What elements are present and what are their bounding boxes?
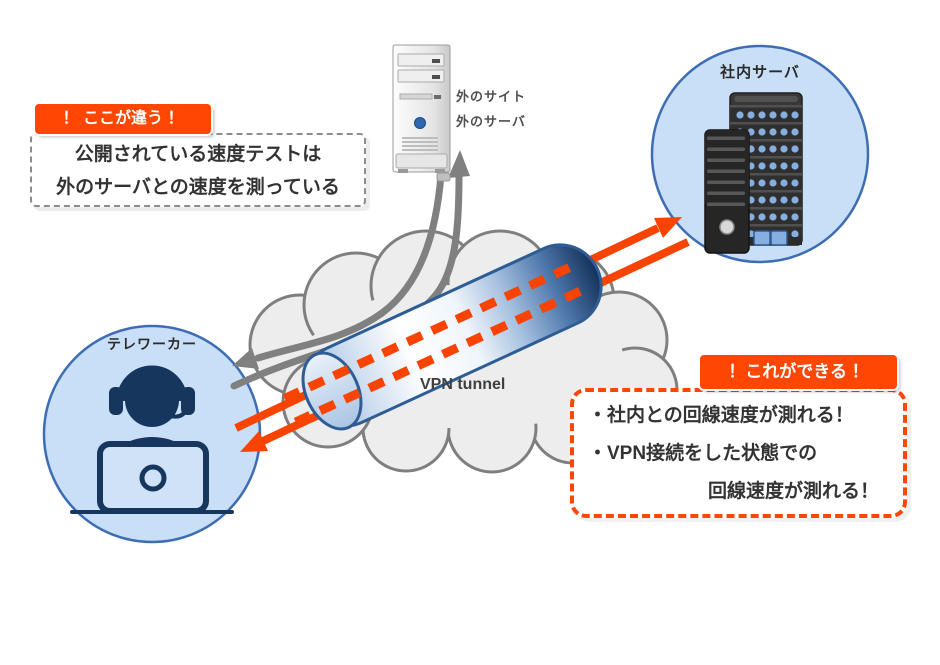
company-server-label: 社内サーバ	[720, 64, 800, 81]
vpn-tunnel-icon	[282, 243, 603, 431]
vpn-tunnel-label: VPN tunnel	[420, 376, 506, 393]
laptop-logo	[139, 464, 167, 492]
office-building-icon	[704, 92, 803, 254]
callout-difference-line2: 外のサーバとの速度を測っている	[56, 177, 340, 198]
callout-benefit-line1: ・社内との回線速度が測れる！	[588, 405, 854, 426]
callout-difference-badge: ！ ここが違う ！	[35, 104, 211, 134]
callout-difference-box: 公開されている速度テストは 外のサーバとの速度を測っている	[30, 133, 366, 207]
external-server-label-line1: 外のサイト	[456, 89, 527, 104]
laptop-icon	[97, 441, 209, 514]
callout-benefit-box: ・社内との回線速度が測れる！ ・VPN接続をした状態での 回線速度が測れる！	[570, 388, 907, 518]
callout-difference-line1: 公開されている速度テストは	[74, 144, 322, 165]
teleworker-icon	[70, 365, 234, 514]
callout-benefit-line3: 回線速度が測れる！	[707, 481, 879, 502]
external-server-icon	[392, 44, 451, 182]
callout-benefit-badge: ！これができる ！	[700, 355, 897, 389]
external-server-label-line2: 外のサーバ	[456, 114, 526, 129]
teleworker-label: テレワーカー	[107, 336, 197, 352]
external-server-label: 外のサイト 外のサーバ	[456, 84, 566, 134]
callout-benefit-line2: ・VPN接続をした状態での	[588, 443, 818, 464]
